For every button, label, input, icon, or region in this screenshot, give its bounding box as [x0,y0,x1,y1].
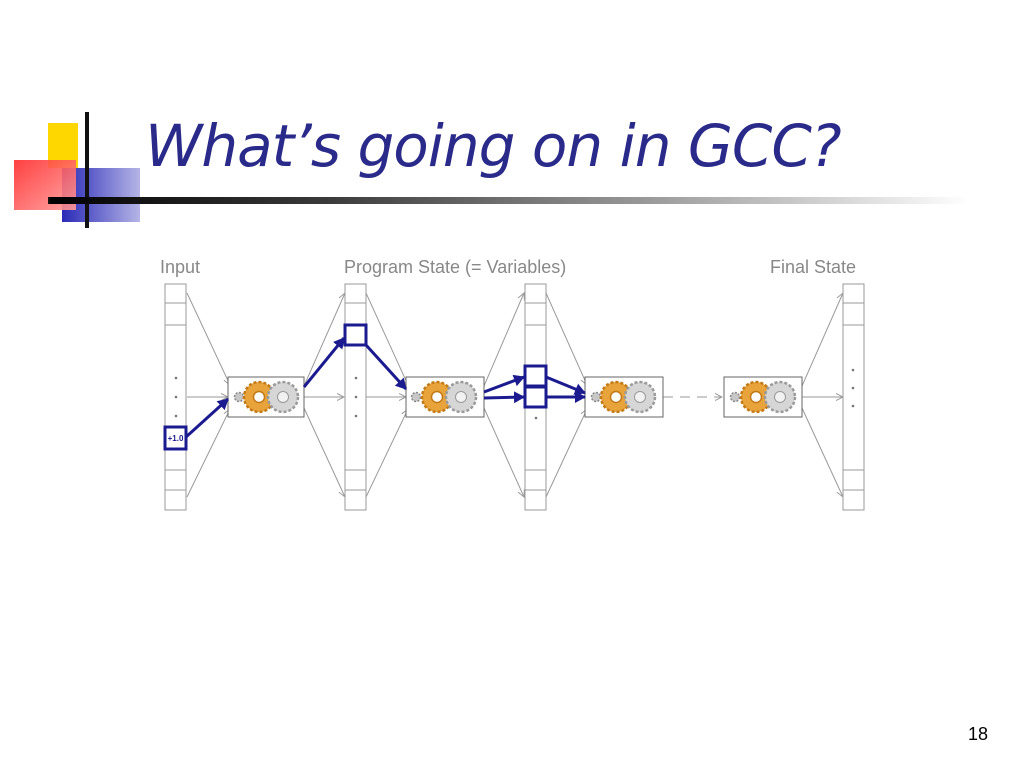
highlighted-path [163,323,586,451]
gear-icon [590,380,657,414]
gear-box-1 [227,376,305,418]
input-label: Input [160,257,201,277]
final-state-label: Final State [770,257,857,277]
gray-arrows [186,293,843,497]
page-number: 18 [968,724,989,744]
state-column-final [842,283,865,511]
state-column-input [164,283,187,511]
state-column-1 [344,283,367,511]
slide-title: What’s going on in GCC? [145,112,842,180]
program-state-label: Program State (= Variables) [344,257,567,277]
gear-box-3 [584,376,664,418]
gear-box-4 [723,376,803,418]
gear-icon [729,380,797,414]
gear-icon [410,380,478,414]
title-underline [50,197,970,204]
gear-box-2 [405,376,485,418]
input-value-label: +1.0 [168,434,184,443]
gear-icon [233,380,300,414]
